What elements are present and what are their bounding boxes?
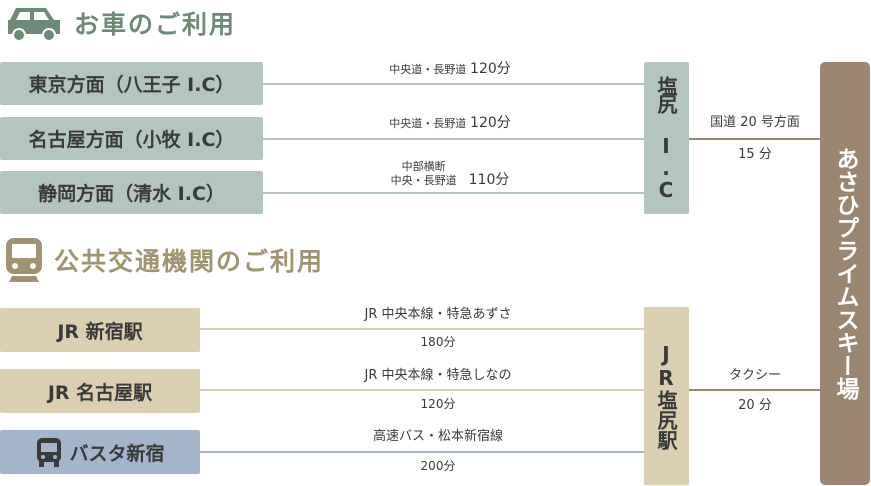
origin-busta-shinjuku: バスタ新宿 xyxy=(0,430,200,474)
origin-jr-shinjuku: JR 新宿駅 xyxy=(0,308,200,352)
route-line xyxy=(200,451,644,453)
route-label: 高速バス・松本新宿線 xyxy=(372,429,504,444)
route-label: JR 中央本線・特急しなの xyxy=(364,368,512,383)
route-label: 中央・長野道 xyxy=(390,174,457,187)
route-time: 200分 xyxy=(420,459,456,473)
route-line xyxy=(263,138,644,140)
origin-label: バスタ新宿 xyxy=(69,442,165,465)
origin-nagoya: 名古屋方面（小牧 I.C） xyxy=(0,117,263,160)
route-time: 120分 xyxy=(470,61,511,77)
hub-jr-shiojiri: JR塩尻駅 xyxy=(644,307,689,485)
car-icon xyxy=(8,8,60,42)
route-line xyxy=(200,328,644,330)
hub-route: タクシー xyxy=(728,368,782,383)
origin-shizuoka: 静岡方面（清水 I.C） xyxy=(0,171,263,214)
route-time: 110分 xyxy=(468,172,510,188)
route-line xyxy=(689,389,820,391)
route-line xyxy=(689,138,820,140)
origin-tokyo: 東京方面（八王子 I.C） xyxy=(0,62,263,105)
route-label: 中央道・長野道 xyxy=(389,117,467,130)
route-line xyxy=(263,83,644,85)
hub-time: 15 分 xyxy=(738,147,772,162)
car-section-header: お車のご利用 xyxy=(4,4,236,42)
public-section-header: 公共交通機関のご利用 xyxy=(4,236,324,284)
route-time: 120分 xyxy=(420,397,456,411)
destination-asahi-prime-ski: あさひプライムスキー場 xyxy=(820,62,870,485)
route-time: 180分 xyxy=(420,335,456,349)
origin-jr-nagoya: JR 名古屋駅 xyxy=(0,369,200,413)
route-label: JR 中央本線・特急あずさ xyxy=(364,307,512,322)
hub-time: 20 分 xyxy=(738,398,772,413)
hub-shiojiri-ic: 塩尻 I.C xyxy=(644,62,689,214)
train-icon xyxy=(6,238,42,282)
public-section-title: 公共交通機関のご利用 xyxy=(54,247,325,276)
route-time: 120分 xyxy=(470,115,511,131)
hub-route: 国道 20 号方面 xyxy=(710,115,800,130)
route-label: 中部横断 xyxy=(401,160,446,173)
car-section-title: お車のご利用 xyxy=(74,10,237,39)
route-line xyxy=(200,389,644,391)
route-line xyxy=(263,192,644,194)
route-label: 中央道・長野道 xyxy=(389,63,467,76)
bus-icon xyxy=(37,438,62,467)
